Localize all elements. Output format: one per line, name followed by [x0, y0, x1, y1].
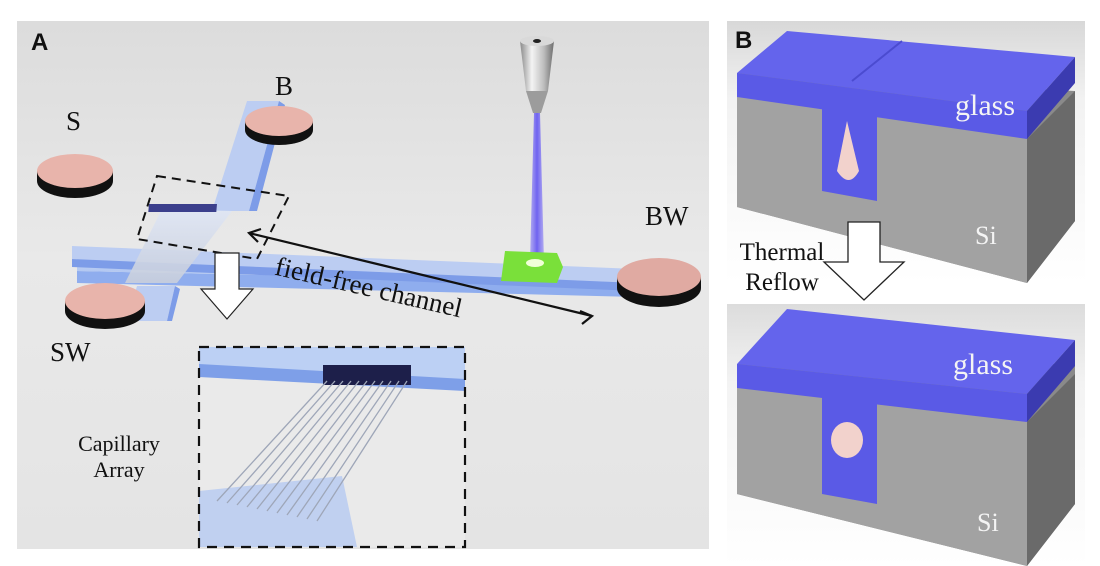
reflow-label: Thermal Reflow	[737, 238, 827, 298]
panel-b-after-drawing	[737, 309, 1075, 566]
reflow-label-line1: Thermal	[739, 239, 825, 266]
zoom-region-box	[135, 174, 291, 261]
field-free-arrow	[246, 227, 595, 325]
zoom-arrow	[199, 252, 255, 320]
optical-detector	[520, 36, 554, 113]
panel-a-chip-schematic: A S B SW BW field-free channel Capillary…	[17, 21, 709, 549]
panel-b-letter: B	[735, 27, 753, 54]
reservoir-bw	[617, 258, 701, 307]
reservoir-label-bw: BW	[645, 201, 689, 231]
panel-a-letter: A	[31, 29, 49, 56]
panel-b-before-drawing	[737, 31, 1075, 283]
reservoir-s	[37, 154, 113, 198]
si-label-top: Si	[975, 221, 997, 250]
reservoir-label-s: S	[66, 106, 82, 136]
detection-spot	[501, 251, 563, 283]
reservoir-label-sw: SW	[50, 337, 91, 367]
capillary-bundle-chip	[125, 204, 232, 283]
reservoir-label-b: B	[275, 71, 294, 101]
capillary-array-label-line1: Capillary	[78, 431, 160, 456]
reservoir-b	[245, 106, 313, 145]
reservoir-sw	[65, 283, 145, 329]
glass-label-top: glass	[955, 89, 1015, 122]
capillary-array-inset	[197, 345, 467, 549]
glass-label-bottom: glass	[953, 348, 1013, 381]
reflow-label-line2: Reflow	[745, 269, 819, 296]
laser-beam	[530, 113, 544, 261]
panel-a-drawing	[37, 36, 701, 549]
panel-b-after-reflow: glass Si	[727, 304, 1085, 566]
si-label-bottom: Si	[977, 508, 999, 537]
panel-b-before-reflow: B glass Si	[727, 21, 1085, 283]
capillary-array-label-line2: Array	[93, 457, 145, 482]
separation-channel-angled	[72, 246, 637, 291]
capillary-array-label: Capillary Array	[59, 431, 179, 483]
